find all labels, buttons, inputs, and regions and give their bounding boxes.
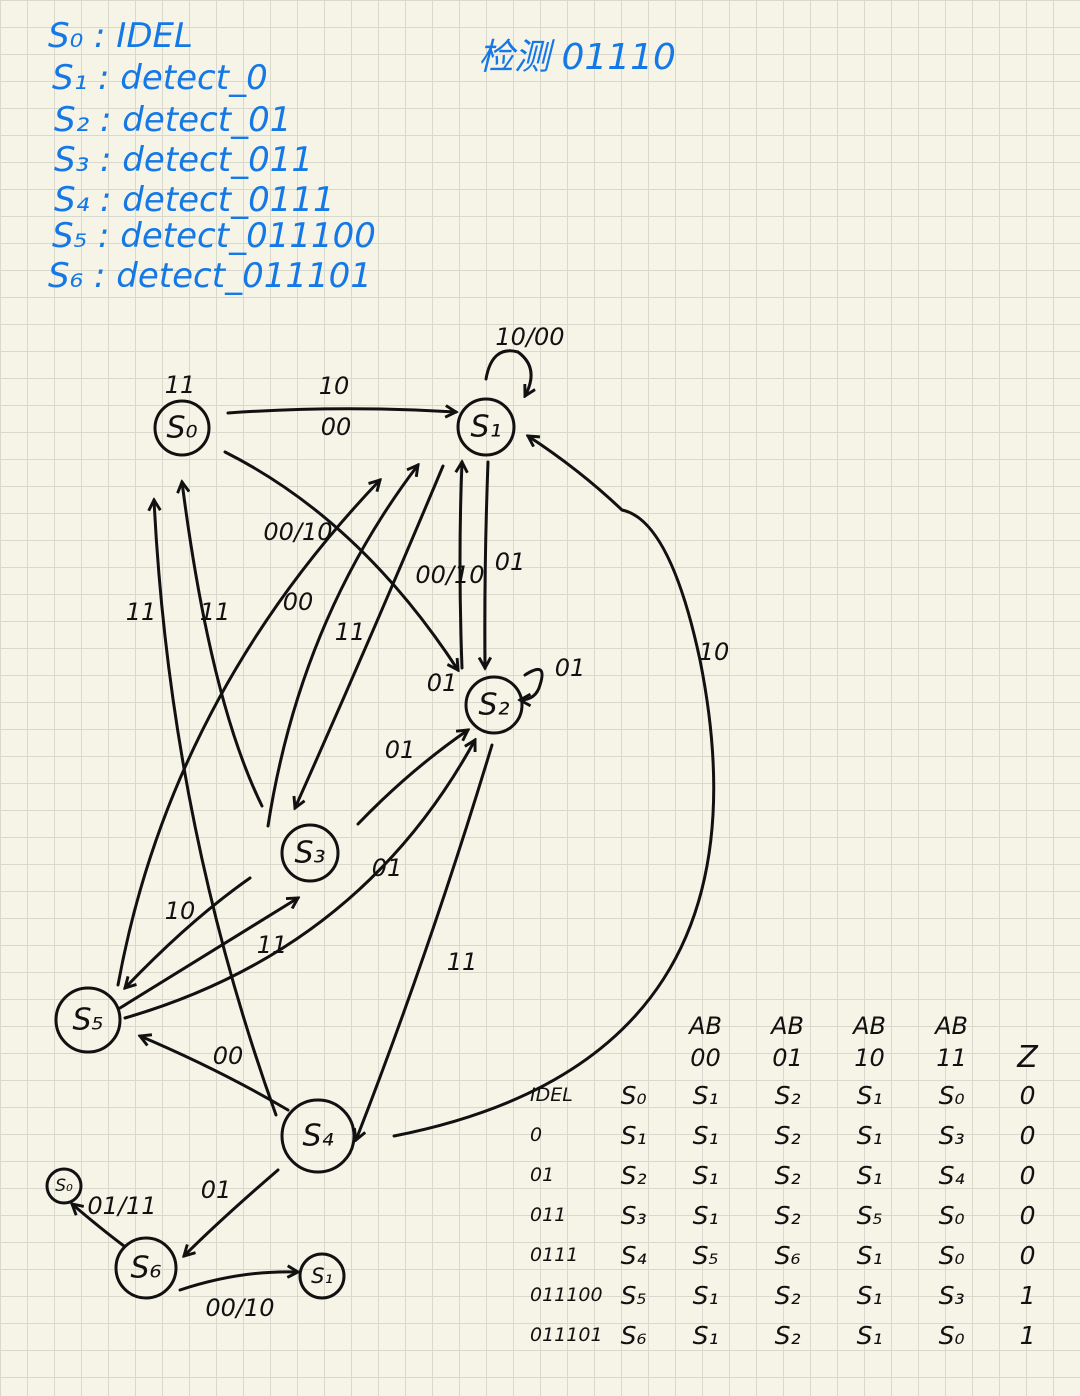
- edge-s3-s2: [356, 730, 468, 826]
- label-s4-s6: 01: [201, 1176, 232, 1204]
- node-s1: S₁: [456, 397, 516, 457]
- state-table: AB AB AB AB 00 01 10 11 Z IDEL S₀ S₁ S₂ …: [530, 1012, 1063, 1355]
- label-s1-s2: 01: [495, 548, 526, 576]
- node-s4: S₄: [280, 1098, 356, 1174]
- svg-text:S₅: S₅: [72, 1003, 103, 1038]
- label-s3-s1: 00/10: [263, 518, 332, 546]
- svg-text:S₀: S₀: [55, 1176, 73, 1196]
- legend-s0: S₀ : IDEL: [48, 16, 193, 56]
- edge-s4-s6: [184, 1168, 280, 1256]
- label-s3-s0: 11: [200, 598, 231, 626]
- svg-text:S₀: S₀: [166, 411, 197, 446]
- svg-text:S₆: S₆: [130, 1251, 161, 1286]
- label-s3-s2: 01: [385, 736, 416, 764]
- legend-s2: S₂ : detect_01: [54, 100, 292, 140]
- label-s2-self-left: 01: [427, 669, 458, 697]
- node-s1-small: S₁: [298, 1252, 346, 1300]
- table-row: 0111 S₄ S₅ S₆ S₁ S₀ 0: [530, 1240, 1036, 1270]
- svg-text:S₁: S₁: [470, 410, 501, 445]
- label-s0-self: 11: [165, 371, 196, 399]
- edge-s3-s1: [266, 465, 418, 828]
- label-s0-s1-top: 10: [319, 372, 350, 400]
- edge-s6-s1: [178, 1272, 298, 1292]
- legend-s6: S₆ : detect_011101: [48, 256, 372, 296]
- edge-s2-s1: [460, 462, 462, 670]
- label-s5-s3: 11: [257, 931, 288, 959]
- svg-text:S₂: S₂: [478, 688, 509, 723]
- table-row: 01 S₂ S₁ S₂ S₁ S₄ 0: [530, 1160, 1036, 1190]
- edge-s4-s1: [392, 436, 716, 1138]
- edge-s3-s0: [182, 482, 264, 808]
- edge-s0-s1: [226, 409, 456, 413]
- label-s4-s5: 00: [213, 1042, 244, 1070]
- label-s1-self: 10/00: [495, 323, 564, 351]
- edge-s1-self: [484, 349, 531, 396]
- svg-text:S₃: S₃: [294, 836, 325, 871]
- edge-s5-s3: [118, 898, 298, 1010]
- table-row: 011101 S₆ S₁ S₂ S₁ S₀ 1: [530, 1320, 1036, 1350]
- node-s3: S₃: [280, 823, 340, 883]
- label-s4-s0: 11: [126, 598, 157, 626]
- edge-s2-self: [520, 667, 544, 700]
- label-s5-s1: 00: [283, 588, 314, 616]
- legend-s5: S₅ : detect_011100: [52, 216, 376, 256]
- node-s0: S₀: [153, 399, 211, 457]
- svg-text:S₁: S₁: [311, 1264, 333, 1288]
- label-s6-s1: 00/10: [205, 1294, 274, 1322]
- table-row: IDEL S₀ S₁ S₂ S₁ S₀ 0: [530, 1080, 1036, 1110]
- table-header-ab: AB AB AB AB: [689, 1012, 968, 1040]
- label-s0-s1-bottom: 00: [321, 413, 352, 441]
- edge-s0-s2: [223, 450, 458, 670]
- edge-s1-s2: [485, 460, 488, 668]
- edge-s4-s5: [140, 1036, 290, 1112]
- node-s0-small: S₀: [45, 1167, 83, 1205]
- label-s2-s4: 11: [447, 948, 478, 976]
- table-row: 011100 S₅ S₁ S₂ S₁ S₃ 1: [530, 1280, 1036, 1310]
- label-s4-s1: 10: [699, 638, 730, 666]
- edge-s6-s0: [72, 1204, 126, 1248]
- edge-s4-s0: [154, 500, 278, 1117]
- node-s6: S₆: [114, 1236, 178, 1300]
- legend-s4: S₄ : detect_0111: [54, 180, 335, 220]
- table-row: 011 S₃ S₁ S₂ S₅ S₀ 0: [530, 1200, 1036, 1230]
- legend-s3: S₃ : detect_011: [54, 140, 313, 180]
- edge-s5-s2: [123, 740, 475, 1020]
- label-s2-s1: 00/10: [415, 561, 484, 589]
- diagram-title: 检测 01110: [478, 37, 676, 78]
- label-s5-s2: 01: [372, 854, 403, 882]
- edge-s2-s4: [356, 743, 494, 1140]
- table-header-values: 00 01 10 11 Z: [690, 1040, 1038, 1075]
- label-s2-self-right: 01: [555, 654, 586, 682]
- legend-s1: S₁ : detect_0: [52, 58, 268, 98]
- table-row: 0 S₁ S₁ S₂ S₁ S₃ 0: [530, 1120, 1036, 1150]
- svg-text:S₄: S₄: [302, 1119, 333, 1154]
- label-s6-s0: 01/11: [87, 1192, 156, 1220]
- edge-s5-s1: [116, 480, 380, 987]
- edge-s3-s5: [125, 876, 252, 988]
- label-s3-s5: 10: [165, 897, 196, 925]
- node-s5: S₅: [54, 986, 122, 1054]
- node-s2: S₂: [464, 675, 524, 735]
- label-s1-s3: 11: [335, 618, 366, 646]
- edge-s1-s3: [295, 464, 445, 808]
